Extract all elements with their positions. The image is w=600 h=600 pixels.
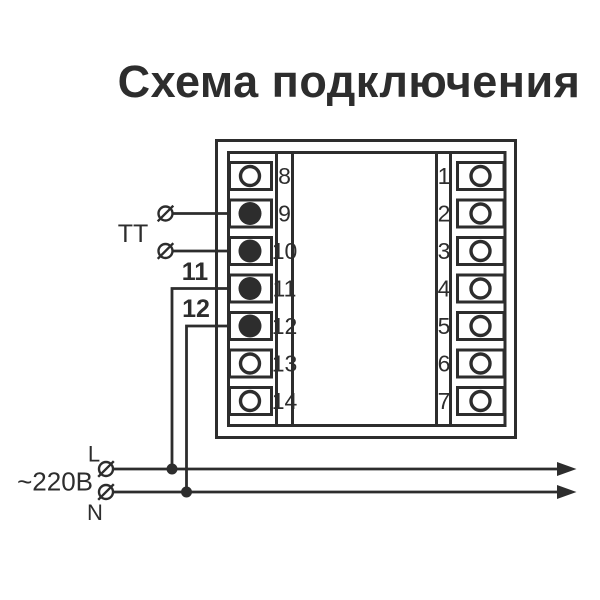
terminal-number: 4: [438, 276, 451, 302]
terminal-number: 11: [273, 276, 297, 302]
terminal-4: 4: [438, 273, 506, 304]
terminal-7: 7: [438, 386, 506, 416]
terminal-number: 13: [272, 351, 298, 377]
terminal-14: 14: [228, 386, 298, 416]
terminal-number: 3: [438, 238, 451, 264]
terminal-number: 2: [438, 201, 451, 227]
current-transformer-label: ТТ: [118, 220, 149, 248]
terminal-number: 1: [438, 163, 451, 189]
terminal-contact-open-icon: [238, 164, 262, 188]
terminal-contact-open-icon: [469, 352, 492, 375]
wire-end-tt-lower-icon: [156, 242, 175, 260]
terminal-8: 8: [228, 161, 291, 191]
terminal-number: 5: [438, 313, 451, 339]
wire-end-phase-icon: [97, 460, 115, 478]
device-body: [215, 139, 517, 439]
terminal-contact-open-icon: [469, 164, 492, 188]
phase-label: L: [88, 442, 100, 467]
terminal-contact-open-icon: [469, 314, 492, 338]
terminal-contact-open-icon: [469, 389, 492, 413]
terminal-3: 3: [438, 236, 506, 266]
junction-dot: [181, 486, 192, 498]
terminal-contact-open-icon: [238, 352, 262, 375]
supply-voltage-label: ~220В: [17, 467, 93, 497]
phase-arrow-icon: [557, 462, 577, 476]
neutral-label: N: [87, 500, 103, 525]
terminal-10: 10: [228, 236, 298, 266]
wire-end-tt-upper-icon: [156, 204, 175, 223]
terminal-contact-open-icon: [469, 277, 492, 300]
terminal-contact-open-icon: [469, 202, 492, 225]
terminal-12: 12: [228, 311, 298, 341]
terminal-contact-connected-icon: [238, 239, 262, 263]
wire-L-to-terminal-11: [170, 287, 250, 469]
terminal-number: 10: [272, 238, 298, 264]
terminal-contact-open-icon: [469, 239, 492, 263]
junction-dot: [166, 463, 178, 475]
neutral-arrow-icon: [557, 485, 577, 499]
terminal-13: 13: [228, 348, 298, 379]
terminal-number: 9: [278, 201, 291, 227]
terminal-number: 14: [272, 388, 298, 414]
terminal-11: 11: [228, 273, 297, 304]
terminal-number: 8: [278, 163, 291, 189]
terminal-contact-connected-icon: [238, 277, 262, 300]
terminals-left: 8 9 10 11 12 13 14: [228, 161, 298, 416]
terminal-5: 5: [438, 311, 506, 341]
terminal-number: 7: [438, 388, 451, 414]
terminal-2: 2: [438, 198, 506, 229]
terminal-6: 6: [438, 348, 506, 379]
terminal-number: 12: [272, 313, 298, 339]
wire-12-label: 12: [182, 295, 210, 323]
terminal-contact-connected-icon: [238, 314, 262, 338]
terminal-1: 1: [438, 161, 506, 191]
page-title: Схема подключения: [118, 56, 581, 107]
terminal-number: 6: [438, 351, 451, 377]
wire-11-label: 11: [182, 258, 209, 286]
terminals-right: 1 2 3 4 5 6 7: [438, 161, 506, 416]
terminal-9: 9: [228, 198, 291, 229]
wire-end-neutral-icon: [97, 483, 115, 501]
terminal-contact-connected-icon: [238, 202, 262, 225]
terminal-contact-open-icon: [238, 389, 262, 413]
